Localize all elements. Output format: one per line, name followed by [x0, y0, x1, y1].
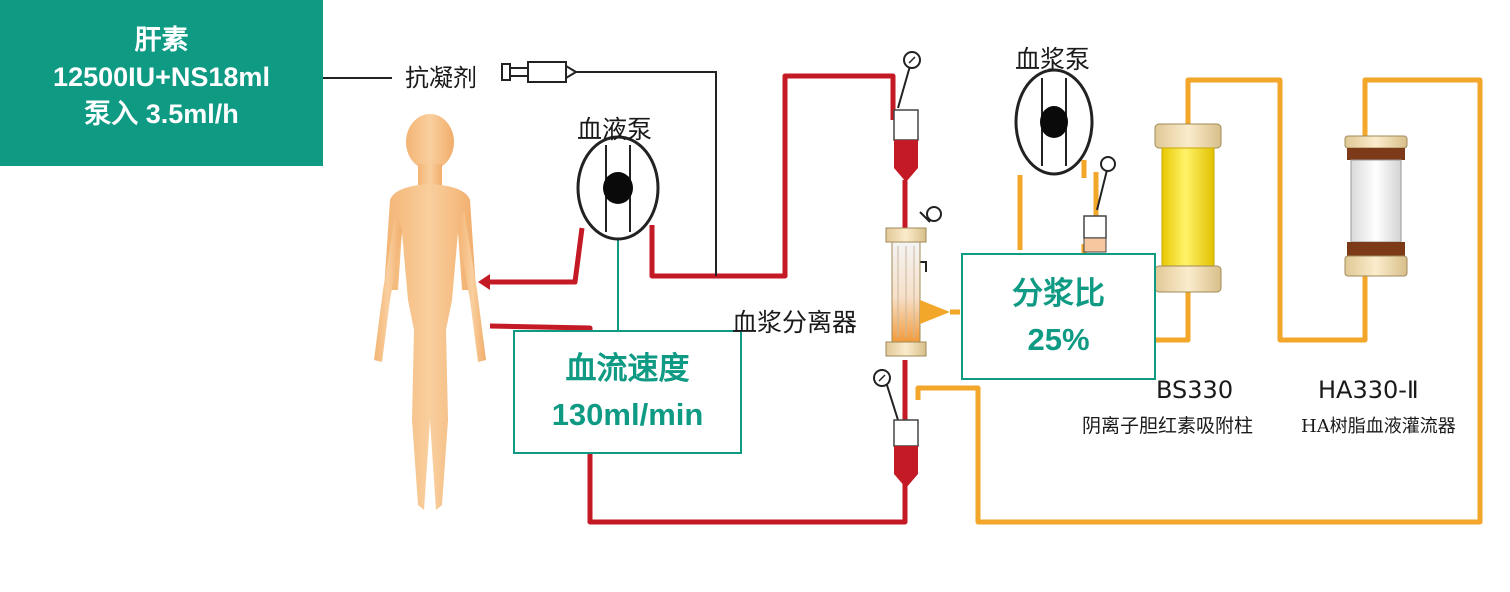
anticoagulant-line: [323, 71, 717, 330]
blood-pump-label: 血液泵: [577, 115, 653, 144]
heparin-name: 肝素: [134, 25, 189, 55]
arterial-arrow: [478, 274, 490, 290]
syringe-icon: [501, 61, 578, 83]
bs330-label: BS330: [1156, 376, 1234, 404]
plasma-ratio-callout: 分浆比 25%: [961, 253, 1156, 380]
plasma-separator-label: 血浆分离器: [732, 308, 858, 337]
plasma-ratio-label: 分浆比: [1012, 276, 1105, 311]
plasma-pump: [1014, 68, 1094, 176]
flow-rate-callout: 血流速度 130ml/min: [513, 330, 742, 454]
heparin-callout: 肝素 12500IU+NS18ml 泵入 3.5ml/h: [0, 0, 323, 166]
flow-rate-label: 血流速度: [565, 351, 690, 386]
plasma-pump-label: 血浆泵: [1015, 45, 1091, 74]
plasma-chamber: [1083, 156, 1116, 253]
ha330-label: HA330-Ⅱ: [1318, 376, 1419, 404]
bs330-description: 阴离子胆红素吸附柱: [1082, 415, 1254, 437]
ha330-description: HA树脂血液灌流器: [1301, 416, 1456, 437]
venous-chamber: [873, 369, 919, 488]
plasma-separator: [885, 206, 950, 357]
patient-body: [374, 114, 486, 510]
arterial-chamber: [893, 51, 921, 182]
blood-pump: [576, 135, 660, 241]
anticoagulant-label: 抗凝剂: [405, 64, 477, 92]
flow-rate-value: 130ml/min: [551, 397, 704, 432]
heparin-dose: 12500IU+NS18ml: [53, 62, 270, 92]
plasma-ratio-value: 25%: [1027, 322, 1090, 357]
heparin-rate: 泵入 3.5ml/h: [84, 99, 239, 129]
bs330-column: [1154, 123, 1222, 293]
ha330-column: [1344, 135, 1408, 277]
blood-lines: [484, 73, 908, 525]
